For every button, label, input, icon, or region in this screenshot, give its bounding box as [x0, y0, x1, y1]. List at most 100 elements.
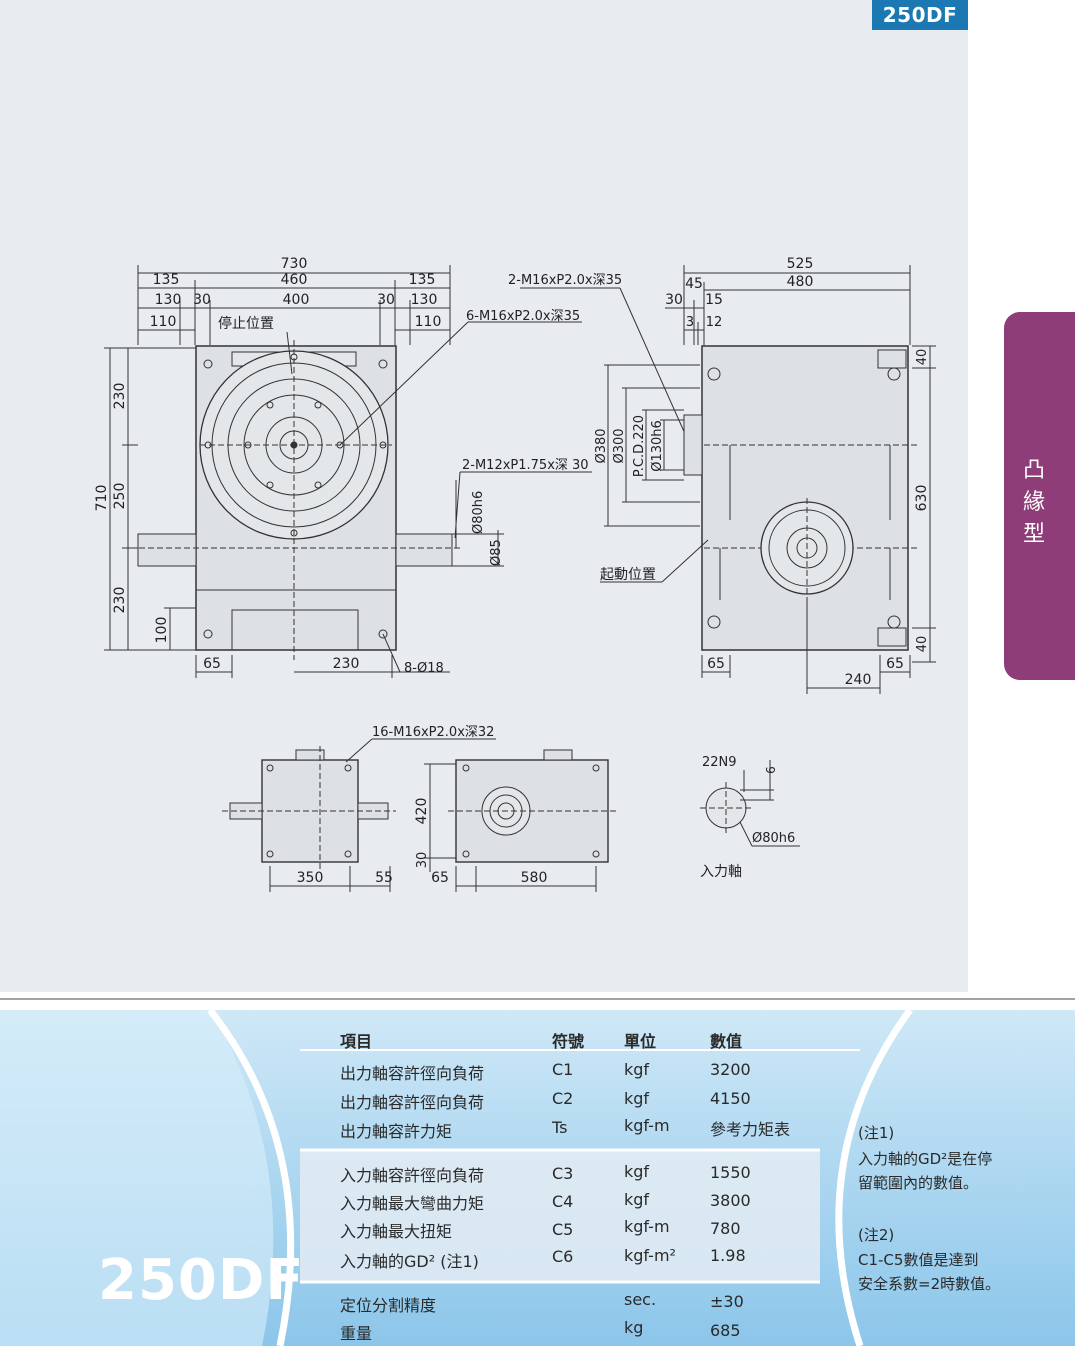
spec-panel: 250DF 項目 符號 單位 數值 出力軸容許徑向負荷 C1 kgf 3200 …	[0, 1010, 1075, 1346]
row-unit: kgf	[624, 1162, 650, 1181]
dim-label: 525	[787, 256, 814, 272]
dim-label: 65	[707, 656, 725, 672]
row-symbol: C5	[552, 1220, 574, 1239]
note-label: (注2)	[858, 1226, 895, 1244]
row-item: 定位分割精度	[340, 1296, 437, 1315]
dim-label: 15	[705, 292, 723, 308]
dim-label: 30	[193, 292, 211, 308]
model-badge: 250DF	[872, 0, 968, 30]
dim-label: 40	[915, 349, 930, 366]
dim-label: 65	[431, 870, 449, 886]
shaft-dia-label: Ø85	[489, 539, 504, 566]
tap-label: 2-M12xP1.75x深 30	[462, 458, 589, 473]
key-label: 22N9	[702, 755, 737, 770]
dim-label: 110	[150, 314, 177, 330]
dim-label: 45	[685, 276, 703, 292]
note-line: 留範圍內的數值。	[858, 1174, 979, 1192]
dim-label: 30	[415, 852, 430, 869]
tap-label: 2-M16xP2.0x深35	[508, 273, 622, 288]
dim-label: 12	[706, 315, 723, 330]
row-item: 入力軸最大彎曲力矩	[340, 1194, 485, 1213]
row-value: 1.98	[710, 1246, 746, 1265]
dim-label: 130	[411, 292, 438, 308]
dia-label: Ø130h6	[650, 420, 665, 472]
note-line: 安全系數=2時數值。	[858, 1275, 1001, 1293]
row-symbol: C4	[552, 1192, 574, 1211]
dim-label: 130	[155, 292, 182, 308]
side-tab[interactable]: 凸 緣 型	[1004, 312, 1075, 680]
row-value: 3800	[710, 1191, 751, 1210]
dim-label: 230	[112, 587, 128, 614]
row-item: 出力軸容許力矩	[340, 1122, 453, 1141]
dia-label: Ø380	[594, 428, 609, 463]
input-shaft-label: 入力軸	[700, 864, 742, 880]
dim-label: 710	[94, 485, 110, 512]
dim-label: 480	[787, 274, 814, 290]
dim-label: 630	[914, 485, 930, 512]
dim-label: 240	[845, 672, 872, 688]
shaft-dia-label: Ø80h6	[471, 491, 486, 534]
holes-label: 8-Ø18	[404, 661, 444, 676]
row-symbol: C1	[552, 1060, 574, 1079]
stop-position-label: 停止位置	[218, 315, 274, 332]
dim-label: 55	[375, 870, 393, 886]
spec-panel-background	[0, 1010, 913, 1346]
dim-label: 135	[153, 272, 180, 288]
input-dia-label: Ø80h6	[752, 831, 795, 846]
row-item: 出力軸容許徑向負荷	[340, 1093, 485, 1112]
header-item: 項目	[340, 1032, 373, 1051]
dim-label: 230	[112, 383, 128, 410]
dim-label: 350	[297, 870, 324, 886]
dim-label: 100	[154, 617, 170, 644]
row-unit: kgf-m	[624, 1217, 670, 1236]
header-symbol: 符號	[552, 1032, 585, 1051]
dim-label: 30	[377, 292, 395, 308]
row-unit: kgf	[624, 1060, 650, 1079]
row-item: 入力軸容許徑向負荷	[340, 1166, 485, 1185]
technical-drawing: 730 460 135 135 130 30 400 30 130 110 11…	[94, 256, 936, 892]
row-unit: kgf	[624, 1190, 650, 1209]
dim-label: 250	[112, 483, 128, 510]
tap-label: 6-M16xP2.0x深35	[466, 309, 580, 324]
row-item: 出力軸容許徑向負荷	[340, 1064, 485, 1083]
note-line: 入力軸的GD²是在停	[858, 1150, 993, 1168]
row-item: 重量	[340, 1324, 373, 1343]
dia-label: P.C.D.220	[632, 415, 647, 477]
separator	[0, 998, 1075, 1000]
row-value: ±30	[710, 1292, 744, 1311]
dim-label: 230	[333, 656, 360, 672]
row-item: 入力軸的GD² (注1)	[340, 1252, 479, 1271]
row-unit: sec.	[624, 1290, 657, 1309]
row-value: 685	[710, 1321, 741, 1340]
note-label: (注1)	[858, 1124, 895, 1142]
dim-label: 730	[281, 256, 308, 272]
row-value: 4150	[710, 1089, 751, 1108]
dia-label: Ø300	[612, 428, 627, 463]
dim-label: 40	[915, 636, 930, 653]
dim-label: 460	[281, 272, 308, 288]
dim-label: 580	[521, 870, 548, 886]
start-position-label: 起動位置	[600, 567, 656, 583]
row-symbol: C6	[552, 1247, 574, 1266]
side-tab-char: 緣	[1022, 490, 1045, 515]
dim-label: 110	[415, 314, 442, 330]
row-item: 入力軸最大扭矩	[340, 1222, 453, 1241]
side-tab-char: 型	[1022, 522, 1045, 547]
header-value: 數值	[710, 1032, 743, 1051]
dim-label: 135	[409, 272, 436, 288]
row-unit: kg	[624, 1318, 644, 1337]
dim-label: 65	[886, 656, 904, 672]
row-symbol: C2	[552, 1089, 574, 1108]
dim-label: 3	[686, 315, 694, 330]
row-unit: kgf	[624, 1089, 650, 1108]
row-value: 3200	[710, 1060, 751, 1079]
side-tab-char: 凸	[1022, 458, 1045, 483]
note-line: C1-C5數值是達到	[858, 1251, 979, 1269]
row-value: 1550	[710, 1163, 751, 1182]
dim-label: 400	[283, 292, 310, 308]
row-unit: kgf-m	[624, 1116, 670, 1135]
key-label: 9	[763, 766, 777, 774]
row-value: 780	[710, 1219, 741, 1238]
row-unit: kgf-m²	[624, 1246, 676, 1265]
dim-label: 30	[665, 292, 683, 308]
